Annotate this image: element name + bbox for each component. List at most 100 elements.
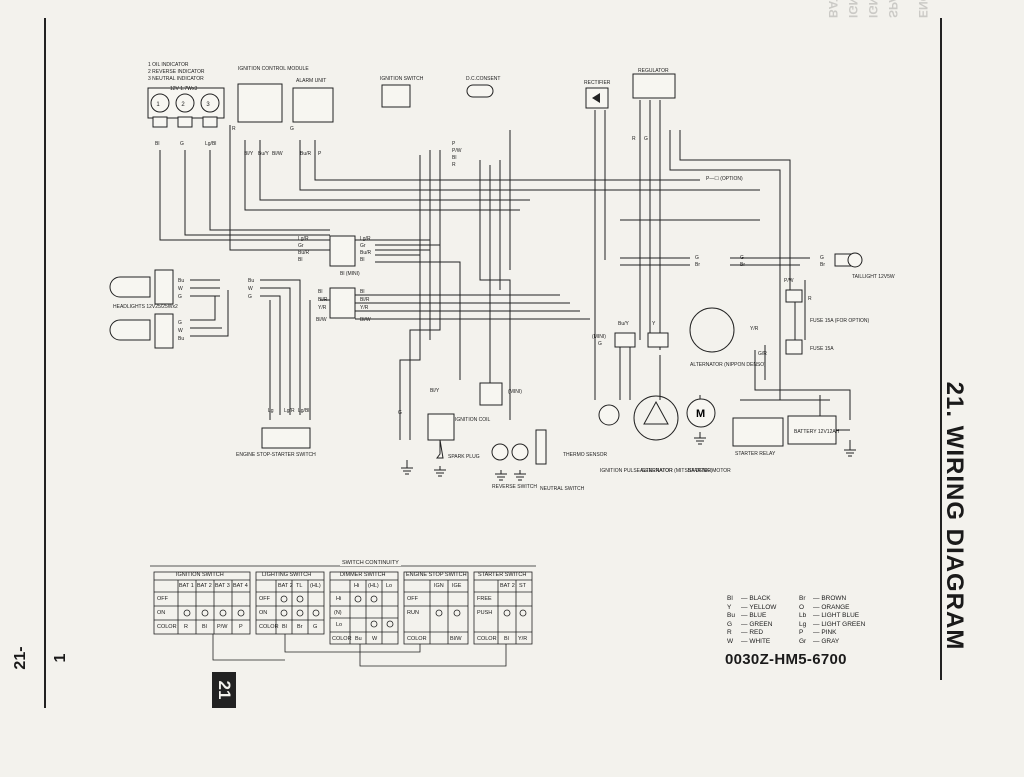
color-code: Br [799, 595, 806, 602]
row-label: FREE [477, 596, 492, 602]
left-margin-rule [44, 18, 46, 708]
column-header: BAT 1 [179, 583, 194, 589]
row-label: OFF [407, 596, 418, 602]
wire-label: G [180, 141, 184, 147]
cell-value: Bl/W [450, 636, 462, 642]
wire-label: G [695, 255, 699, 261]
wire [409, 150, 441, 440]
row-label: COLOR [477, 636, 497, 642]
row-label: ON [157, 610, 166, 616]
wire-label: Bu/R [360, 250, 372, 256]
motor-symbol: M [696, 408, 705, 420]
alarm-unit-label: ALARM UNIT [296, 78, 326, 84]
color-name: — RED [741, 629, 764, 636]
neutral-switch-icon [535, 429, 547, 465]
column-header: (HL) [368, 583, 379, 589]
cell-value: Y/R [518, 636, 528, 642]
color-code: Bu [727, 612, 735, 619]
switch-continuity-table: SWITCH CONTINUITY IGNITION SWITCH LIGHTI… [150, 560, 536, 672]
indicator-legend-3: 3 NEUTRAL INDICATOR [148, 76, 204, 82]
mini-connector-label: (MINI) [592, 334, 606, 340]
color-name: — WHITE [741, 637, 771, 645]
row-label: OFF [157, 596, 168, 602]
wire-label: Y/R [318, 305, 327, 311]
fuse-option [785, 289, 803, 303]
starter-relay-label: STARTER RELAY [735, 451, 776, 457]
color-name: — BLACK [741, 595, 771, 602]
ignition-control-module [237, 83, 283, 123]
wire-label: Bl [155, 141, 159, 147]
wire-label: P/W [452, 148, 462, 154]
column-header: IGN [434, 583, 444, 589]
wire-label: Bl/R [360, 297, 370, 303]
color-name: — YELLOW [741, 603, 777, 611]
ignition-pulse-generator-label: IGNITION PULSE GENERATOR [600, 468, 673, 474]
rectifier-label: RECTIFIER [584, 80, 611, 86]
thermo-sensor-icon [598, 404, 620, 426]
column-header: Lo [386, 583, 393, 589]
wire [479, 160, 511, 420]
regulator [632, 73, 676, 99]
indicator-number-1: 1 [156, 102, 160, 108]
ground-icon [401, 432, 856, 481]
wire-label: Bl/W [272, 151, 283, 157]
color-name: — LIGHT BLUE [813, 612, 860, 619]
wire [260, 287, 291, 415]
wire-label: G [178, 320, 182, 326]
indicator-housing [147, 87, 225, 128]
color-code: Lb [799, 612, 807, 619]
wire-label: G [248, 294, 252, 300]
column-header: Hi [354, 583, 360, 589]
lighting-switch-table-title: LIGHTING SWITCH [262, 572, 312, 578]
color-name: — LIGHT GREEN [813, 620, 866, 628]
cell-value: P/W [217, 624, 228, 630]
wire-label: G [740, 255, 744, 261]
alarm-unit [292, 87, 334, 123]
starter-switch-table-title: STARTER SWITCH [478, 572, 527, 578]
alternator-mitsuba-label: ALTERNATOR (MITSBA DENKI) [640, 468, 713, 474]
switch-continuity-grid [150, 565, 536, 667]
color-code: Gr [799, 637, 807, 645]
column-header: BAT 2 [500, 583, 515, 589]
wire-label: W [248, 286, 253, 292]
wire-label: W [178, 286, 183, 292]
wire-label: G [820, 255, 824, 261]
wire-label: R [232, 126, 236, 132]
color-code: Bl [727, 595, 733, 602]
reverse-switch-icon [491, 443, 509, 461]
cell-value: Br [297, 624, 303, 630]
color-code: P [799, 629, 804, 636]
battery [787, 415, 837, 445]
dc-consent-socket [466, 84, 494, 98]
cell-value: Bu [355, 636, 362, 642]
column-header: BAT 2 [197, 583, 212, 589]
cell-value: Bl [282, 624, 287, 630]
row-label: RUN [407, 610, 419, 616]
color-name-text: LIGHT GREEN [821, 620, 866, 628]
wire-label: Bl [360, 257, 364, 263]
indicator-legend-1: 1 OIL INDICATOR [148, 62, 189, 68]
dimmer-switch-table-title: DIMMER SWITCH [340, 572, 386, 578]
indicator-bulb-icon [175, 93, 195, 113]
color-name: — BROWN [813, 595, 847, 602]
wire [669, 130, 781, 400]
section-tab[interactable]: 21 [212, 672, 236, 708]
wire-label: R [808, 296, 812, 302]
ignition-coil-label: IGNITION COIL [455, 417, 491, 423]
wire-label: Lg [268, 408, 274, 414]
wire-label: G/R [758, 351, 767, 357]
mini-connector [647, 332, 669, 348]
row-label: COLOR [332, 636, 352, 642]
cell-value: G [313, 624, 318, 630]
wire-label: Lg/Bl [205, 141, 216, 147]
row-label: Lo [336, 622, 343, 628]
wire-label: G [398, 410, 402, 416]
color-name-text: RED [749, 629, 764, 636]
wire-label: Br [695, 262, 700, 268]
wire-label: P/W [784, 278, 794, 284]
wire-label: Lg/R [360, 236, 371, 242]
wire [679, 130, 791, 300]
